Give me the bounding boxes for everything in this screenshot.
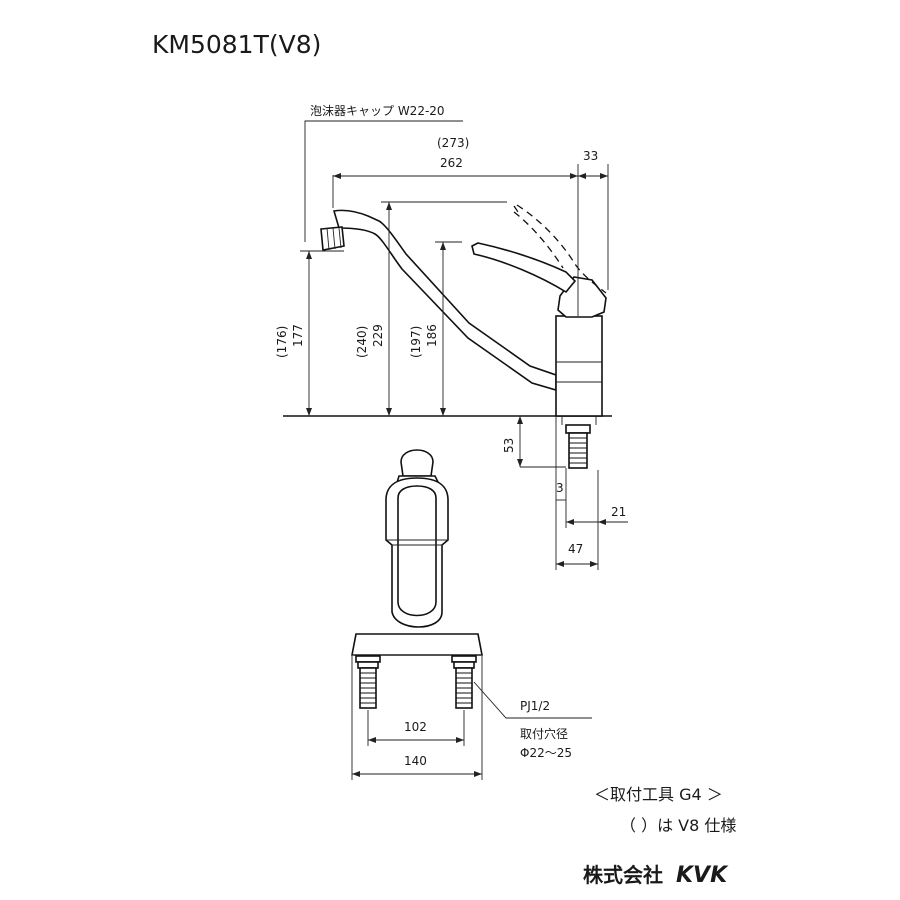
faucet-front-view (351, 449, 483, 709)
kvk-logo: KVK (676, 863, 729, 888)
lever-open-position (516, 204, 607, 294)
dim-gap: 3 (556, 481, 564, 495)
v8-note: （ ）は V8 仕様 (620, 816, 736, 835)
faucet-side-view (320, 204, 607, 469)
dim-heights (300, 201, 566, 468)
faucet-body (555, 315, 603, 417)
front-spout-head (400, 449, 434, 477)
shank (565, 424, 591, 434)
dim-outlet-v8: (176) (275, 326, 289, 358)
model-title: KM5081T(V8) (152, 30, 321, 59)
pj-label: PJ1/2 (520, 699, 550, 713)
dim-reach-v8: (273) (437, 136, 469, 150)
dim-shank: 53 (502, 438, 516, 453)
aerator-label: 泡沫器キャップ W22-20 (310, 104, 445, 118)
aerator (320, 226, 345, 251)
lever (471, 242, 577, 294)
dim-total: 229 (371, 324, 385, 347)
dim-reach-value: 262 (440, 156, 463, 170)
dim-shank-dia: 21 (611, 505, 626, 519)
dim-lever-v8: (197) (409, 326, 423, 358)
dim-total-v8: (240) (355, 326, 369, 358)
dim-pitch-base (351, 656, 483, 780)
dim-lever-offset: 33 (583, 149, 598, 163)
maker-name: 株式会社 (583, 863, 663, 887)
dim-reach (332, 164, 609, 316)
pj-leader (473, 681, 592, 719)
spout (332, 209, 557, 392)
hole-title: 取付穴径 (520, 726, 568, 741)
hole-size: Φ22～25 (520, 746, 572, 760)
dim-shank-widths (555, 416, 628, 570)
dim-outlet: 177 (291, 324, 305, 347)
aerator-leader (304, 120, 463, 242)
dim-base-width: 140 (404, 754, 427, 768)
dim-pitch: 102 (404, 720, 427, 734)
tool-note: ＜取付工具 G4 ＞ (594, 785, 723, 804)
dim-lever: 186 (425, 324, 439, 347)
front-base (351, 633, 483, 656)
dim-body-dia: 47 (568, 542, 583, 556)
front-column (385, 477, 449, 628)
